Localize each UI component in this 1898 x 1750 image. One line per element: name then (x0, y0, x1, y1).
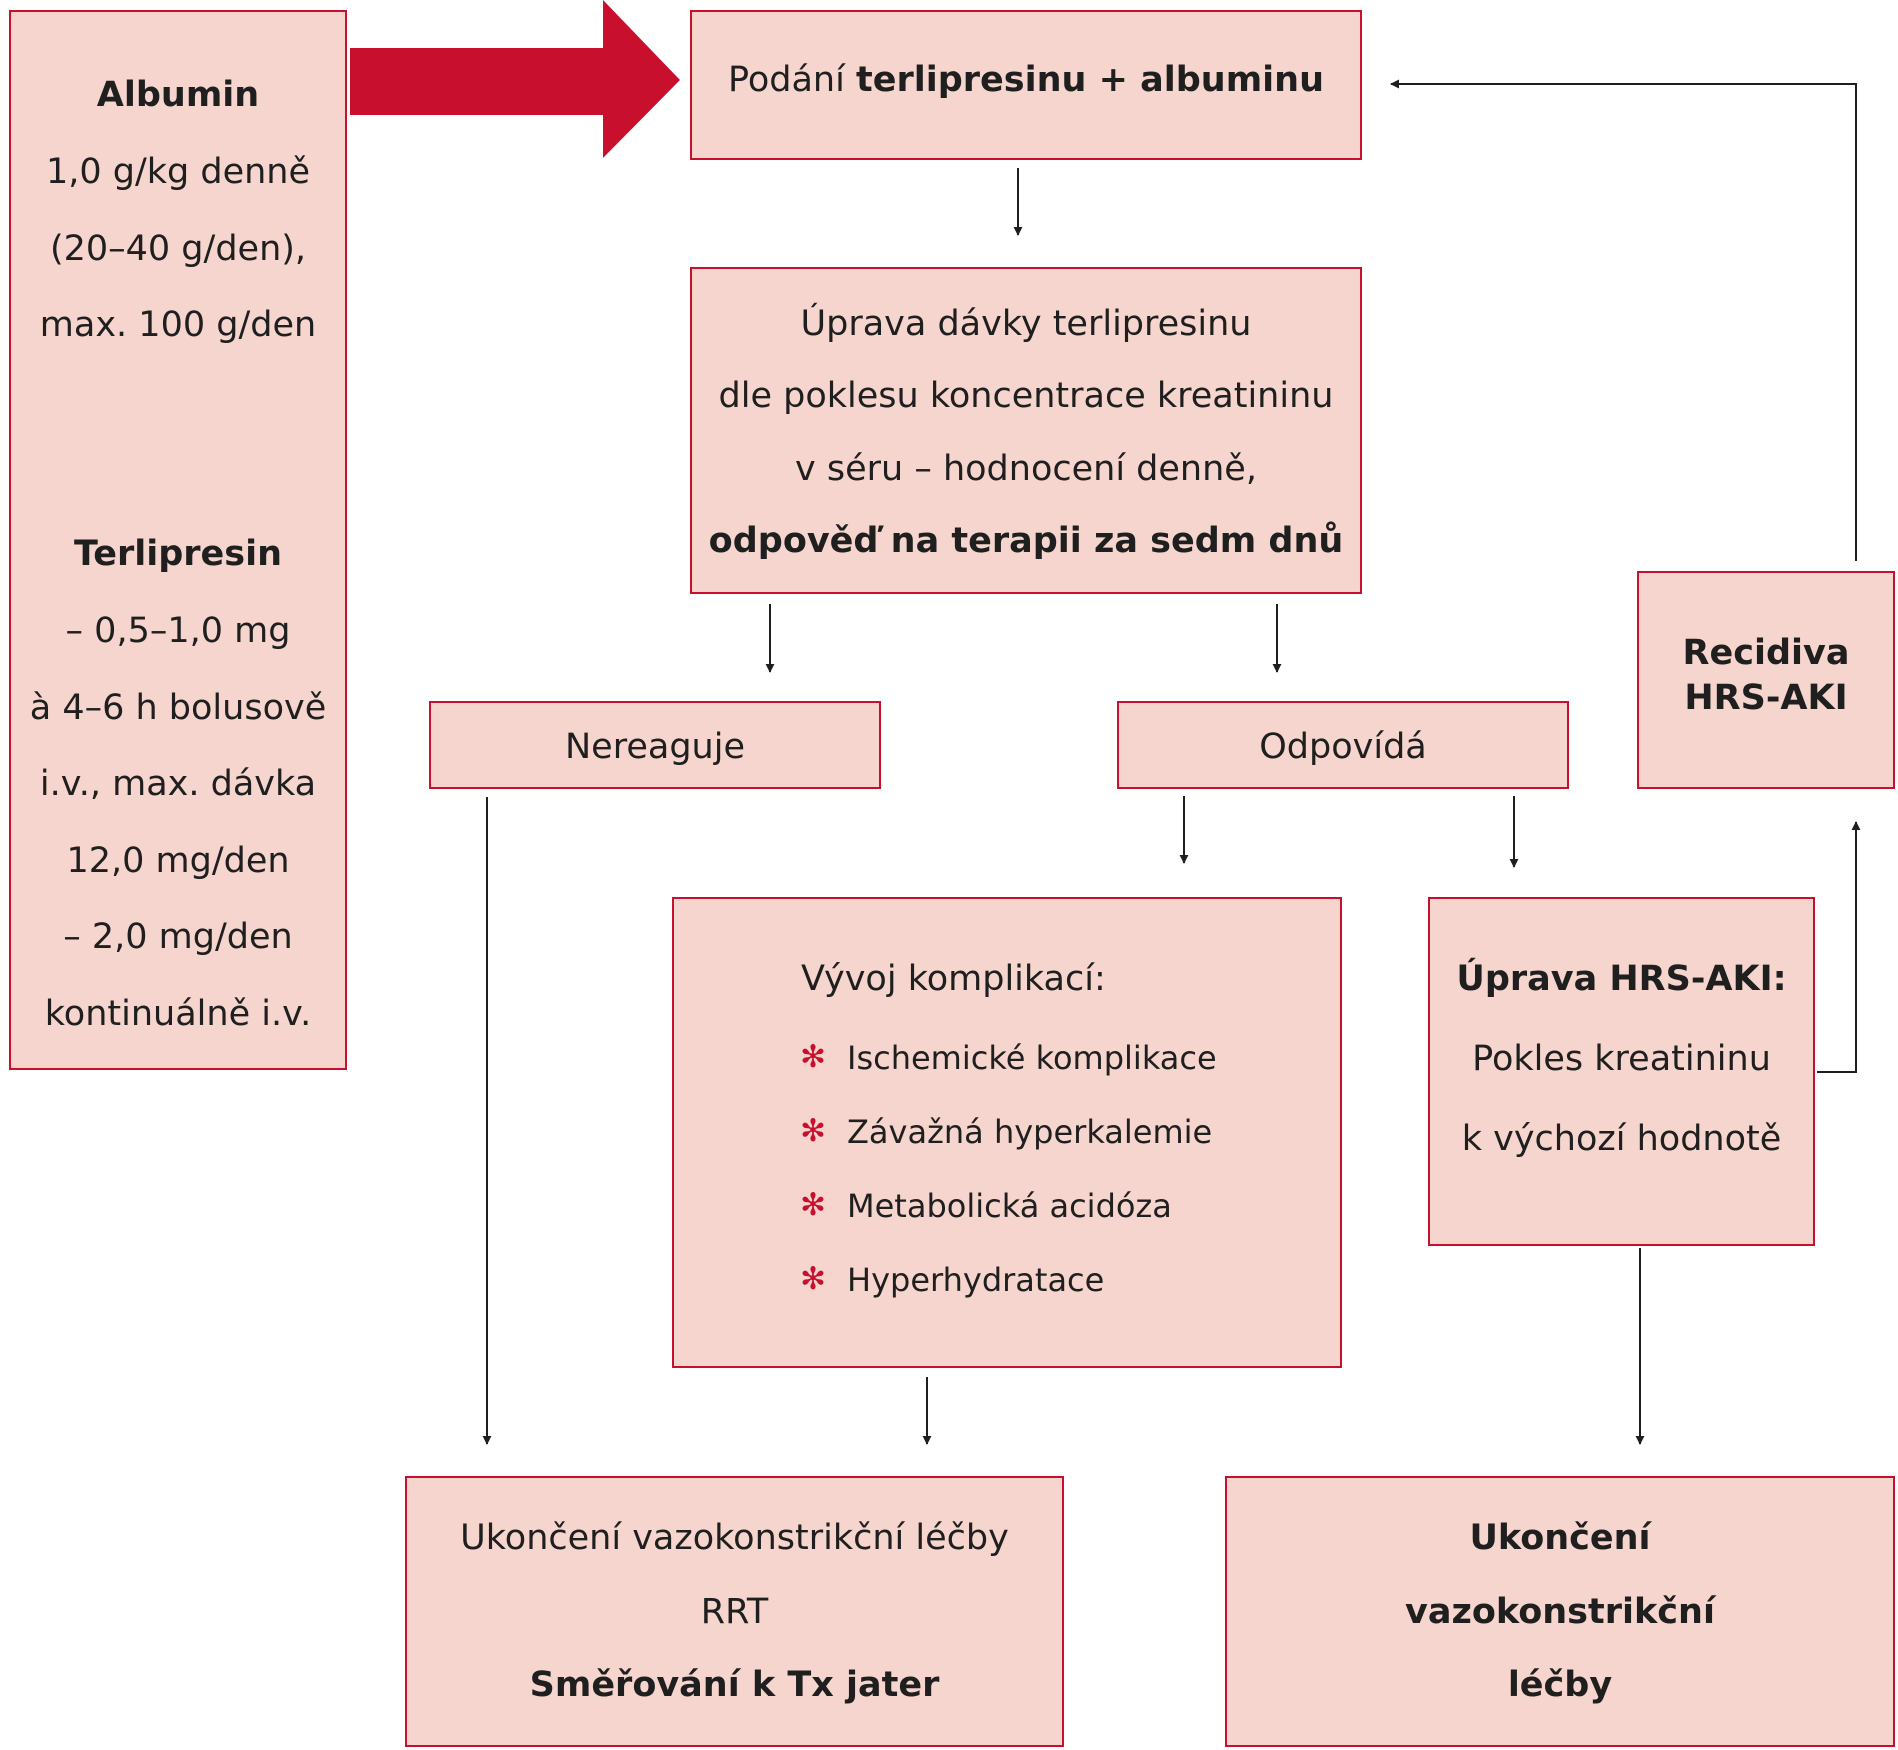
dose-line: dle poklesu koncentrace kreatininu (718, 376, 1334, 416)
complications-box: Vývoj komplikací: ✻ Ischemické komplikac… (672, 897, 1342, 1368)
resolution-box: Úprava HRS-AKI: Pokles kreatininu k vých… (1428, 897, 1815, 1246)
dose-response-window: odpověď na terapii za sedm dnů (708, 521, 1344, 561)
terlipresin-line: i.v., max. dávka (39, 764, 317, 804)
arrow-recurrence-to-start (1390, 79, 1857, 561)
terlipresin-line: à 4–6 h bolusově (29, 688, 327, 728)
stop-right-line: vazokonstrikční (1405, 1592, 1715, 1632)
stop-left-line: Ukončení vazokonstrikční léčby (460, 1518, 1009, 1558)
resolution-title: Úprava HRS-AKI: (1456, 959, 1787, 999)
response-box: Odpovídá (1117, 701, 1569, 789)
complication-label: Metabolická acidóza (847, 1187, 1172, 1225)
stop-left-line: RRT (700, 1592, 769, 1632)
dosing-panel: Albumin 1,0 g/kg denně (20–40 g/den), ma… (9, 10, 347, 1070)
recurrence-box: Recidiva HRS-AKI (1637, 571, 1895, 789)
stop-therapy-resolution-box: Ukončení vazokonstrikční léčby (1225, 1476, 1895, 1747)
administration-drugs: terlipresinu + albuminu (855, 60, 1324, 100)
resolution-line: Pokles kreatininu (1472, 1039, 1771, 1079)
albumin-line: 1,0 g/kg denně (45, 152, 311, 192)
administration-label: Podání terlipresinu + albuminu (692, 60, 1360, 100)
arrow-resolution-to-recurrence (1817, 821, 1861, 1073)
resolution-line: k výchozí hodnotě (1461, 1119, 1782, 1159)
big-red-arrow (350, 0, 680, 158)
terlipresin-line: kontinuálně i.v. (44, 994, 312, 1034)
asterisk-icon: ✻ (800, 1187, 826, 1223)
complications-title: Vývoj komplikací: (801, 959, 1106, 999)
albumin-title: Albumin (96, 75, 260, 115)
dose-adjustment-box: Úprava dávky terlipresinu dle poklesu ko… (690, 267, 1362, 594)
nonresponse-label: Nereaguje (565, 727, 745, 767)
nonresponse-box: Nereaguje (429, 701, 881, 789)
recurrence-line: HRS-AKI (1684, 678, 1848, 718)
stop-left-transplant: Směřování k Tx jater (529, 1665, 940, 1705)
dose-line: Úprava dávky terlipresinu (800, 304, 1252, 344)
asterisk-icon: ✻ (800, 1261, 826, 1297)
terlipresin-title: Terlipresin (73, 534, 283, 574)
asterisk-icon: ✻ (800, 1039, 826, 1075)
albumin-line: max. 100 g/den (39, 305, 317, 345)
complication-label: Ischemické komplikace (847, 1039, 1217, 1077)
albumin-line: (20–40 g/den), (49, 229, 307, 269)
terlipresin-line: – 0,5–1,0 mg (65, 611, 291, 651)
administration-prefix: Podání (728, 60, 856, 100)
terlipresin-line: 12,0 mg/den (66, 841, 290, 881)
stop-right-line: léčby (1507, 1665, 1613, 1705)
asterisk-icon: ✻ (800, 1113, 826, 1149)
dose-line: v séru – hodnocení denně, (795, 449, 1257, 489)
stop-right-line: Ukončení (1469, 1518, 1651, 1558)
complication-label: Hyperhydratace (847, 1261, 1105, 1299)
terlipresin-line: – 2,0 mg/den (63, 917, 293, 957)
stop-therapy-nonresponse-box: Ukončení vazokonstrikční léčby RRT Směřo… (405, 1476, 1064, 1747)
complication-label: Závažná hyperkalemie (847, 1113, 1213, 1151)
recurrence-line: Recidiva (1682, 633, 1850, 673)
response-label: Odpovídá (1259, 727, 1427, 767)
administration-box: Podání terlipresinu + albuminu (690, 10, 1362, 160)
